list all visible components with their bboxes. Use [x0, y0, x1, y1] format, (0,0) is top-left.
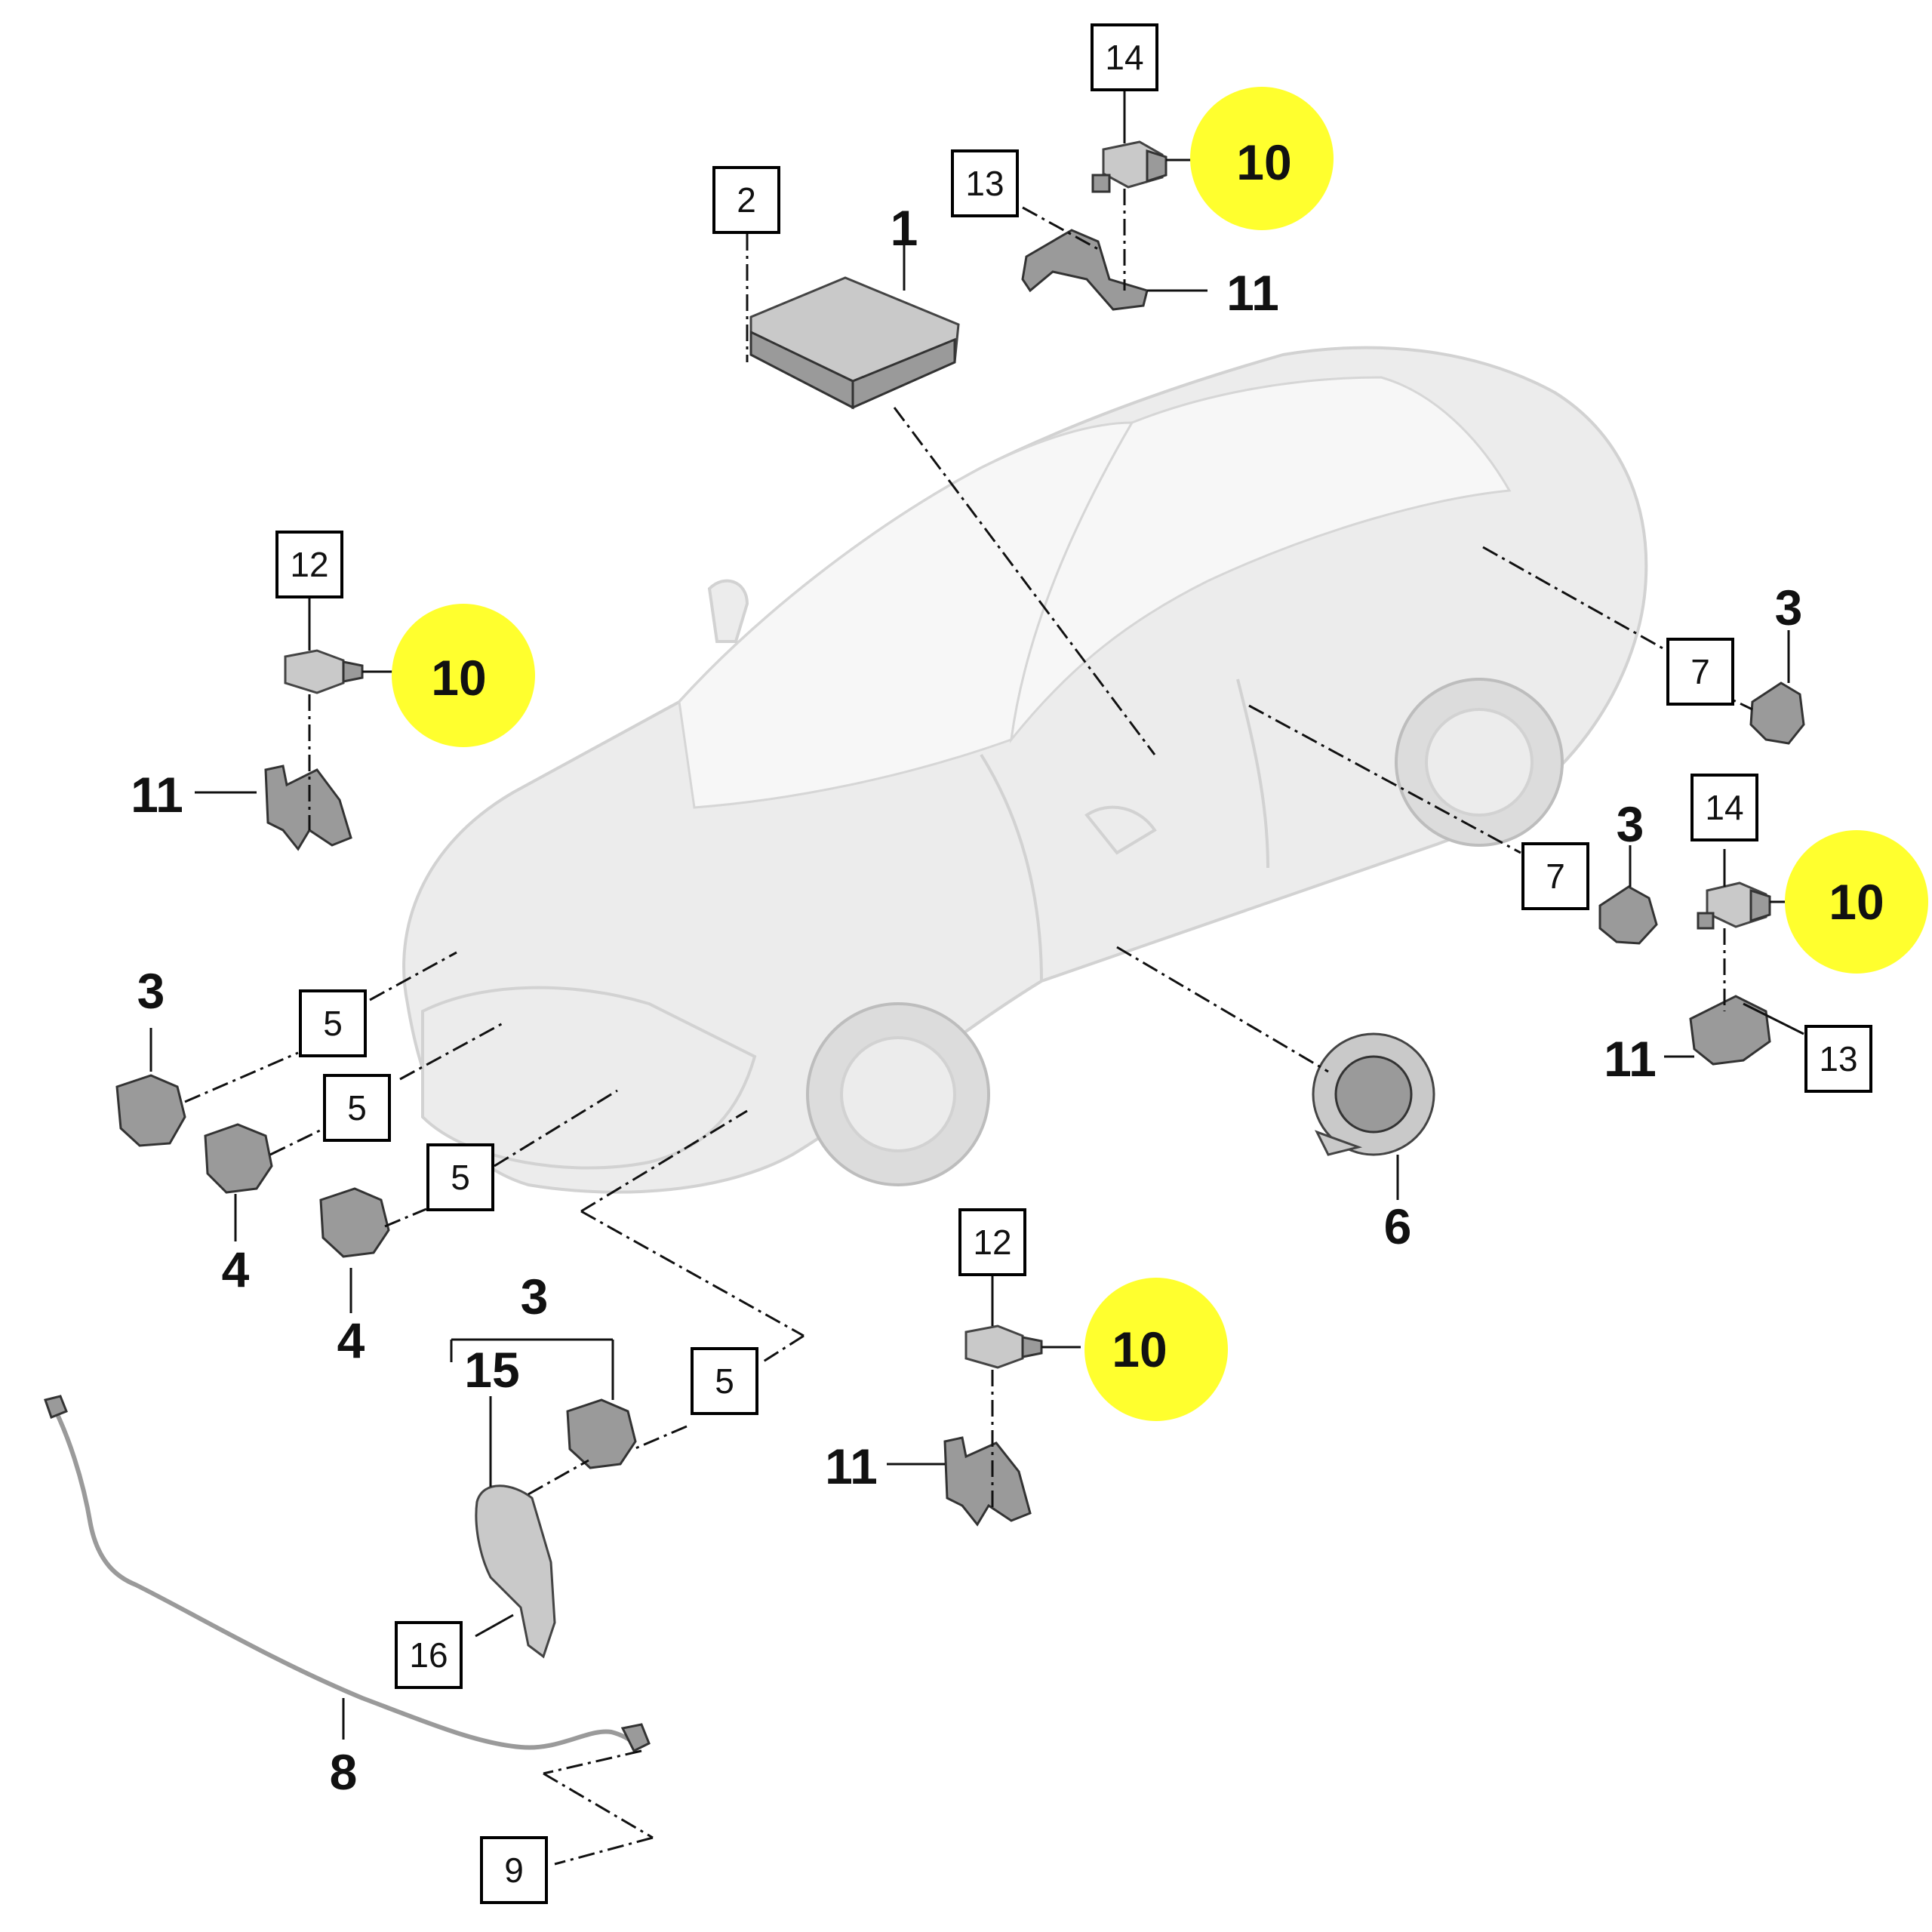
leader-lines: [149, 91, 1815, 1866]
callout-8[interactable]: 8: [330, 1744, 358, 1800]
callout-9[interactable]: 9: [480, 1836, 548, 1904]
svg-text:12: 12: [290, 545, 328, 584]
callout-12-left[interactable]: 12: [275, 531, 343, 598]
svg-text:13: 13: [1819, 1039, 1857, 1078]
crash-sensor-bottom: [964, 1324, 1043, 1369]
svg-text:14: 14: [1705, 788, 1743, 827]
svg-text:5: 5: [451, 1158, 470, 1197]
front-sensor-a: [115, 1074, 186, 1147]
bracket-bottom: [943, 1436, 1032, 1527]
callout-3-front[interactable]: 3: [137, 963, 165, 1019]
bracket-top: [1021, 229, 1149, 311]
front-sensor-b: [204, 1123, 273, 1194]
callout-2[interactable]: 2: [712, 166, 780, 234]
control-unit: [749, 276, 960, 410]
callout-4-b[interactable]: 4: [337, 1312, 365, 1368]
callout-13-right[interactable]: 13: [1804, 1025, 1872, 1093]
sensor-right-upper: [1749, 681, 1805, 745]
callout-5-c[interactable]: 5: [426, 1143, 494, 1211]
callout-3-bracket[interactable]: 3: [521, 1269, 549, 1324]
callout-3-right-middle[interactable]: 3: [1617, 796, 1644, 852]
callout-10-top[interactable]: 10: [1236, 134, 1291, 190]
callout-11-bottom[interactable]: 11: [825, 1438, 878, 1494]
callout-13-top[interactable]: 13: [951, 149, 1019, 217]
callout-5-a[interactable]: 5: [299, 989, 367, 1057]
callout-11-top[interactable]: 11: [1226, 265, 1279, 321]
callout-11-right[interactable]: 11: [1604, 1031, 1657, 1087]
svg-text:13: 13: [965, 164, 1004, 203]
wiring-harness: [44, 1395, 651, 1753]
svg-text:5: 5: [347, 1088, 367, 1128]
crash-sensor-top: [1091, 140, 1168, 193]
callout-1[interactable]: 1: [891, 200, 918, 256]
bracket-right: [1689, 995, 1771, 1066]
crash-sensor-left: [284, 649, 364, 694]
boxed-callouts: 2 14 13 12 7 14 7 13: [275, 23, 1872, 1904]
highlight-10-left: [392, 604, 535, 747]
callout-14-right[interactable]: 14: [1690, 774, 1758, 841]
svg-text:7: 7: [1546, 857, 1565, 896]
highlight-10-bottom: [1084, 1278, 1228, 1421]
svg-text:5: 5: [323, 1004, 343, 1043]
highlight-10-top: [1190, 87, 1334, 230]
callout-5-d[interactable]: 5: [691, 1347, 758, 1415]
svg-text:12: 12: [973, 1223, 1011, 1262]
callout-4-a[interactable]: 4: [222, 1241, 250, 1297]
highlights: [392, 87, 1928, 1421]
callout-10-bottom[interactable]: 10: [1112, 1321, 1167, 1377]
crash-sensor-right: [1697, 881, 1771, 930]
callout-3-right-upper[interactable]: 3: [1775, 580, 1803, 635]
svg-text:2: 2: [737, 180, 756, 220]
svg-text:14: 14: [1105, 38, 1143, 77]
svg-text:9: 9: [504, 1850, 524, 1890]
callout-12-bottom[interactable]: 12: [958, 1208, 1026, 1276]
svg-text:16: 16: [409, 1635, 448, 1675]
bracket-16: [475, 1484, 556, 1659]
clock-spring: [1312, 1032, 1435, 1156]
callout-11-left[interactable]: 11: [131, 767, 183, 823]
bold-callouts: 1 10 11 10 11 3 3 10 11 3 6 4 4 3 15 10 …: [131, 134, 1884, 1800]
callout-10-right[interactable]: 10: [1829, 874, 1884, 930]
callout-5-b[interactable]: 5: [323, 1074, 391, 1142]
callout-7-upper[interactable]: 7: [1666, 638, 1734, 706]
highlight-10-right: [1785, 830, 1928, 974]
callout-16[interactable]: 16: [395, 1621, 463, 1689]
front-sensor-c: [319, 1187, 390, 1258]
sensor-right-middle: [1598, 885, 1658, 945]
callout-7-lower[interactable]: 7: [1521, 842, 1589, 910]
svg-text:7: 7: [1690, 652, 1710, 691]
callout-10-left[interactable]: 10: [431, 650, 486, 706]
car-illustration: [402, 346, 1648, 1194]
callout-14-top[interactable]: 14: [1091, 23, 1158, 91]
sensor-15: [566, 1398, 637, 1469]
svg-text:5: 5: [715, 1361, 734, 1401]
callout-15[interactable]: 15: [464, 1342, 519, 1398]
callout-6[interactable]: 6: [1384, 1198, 1412, 1254]
